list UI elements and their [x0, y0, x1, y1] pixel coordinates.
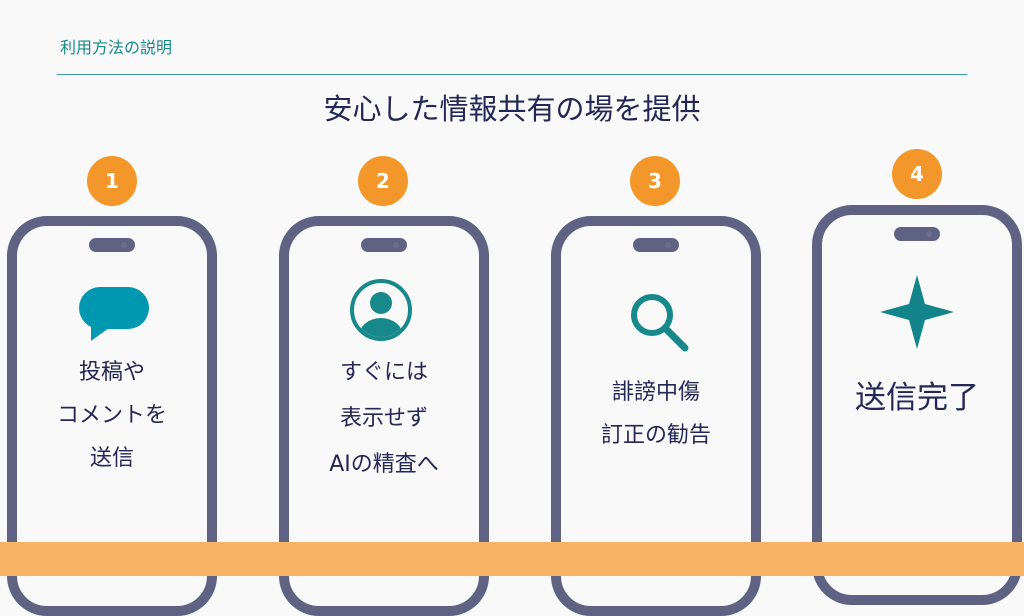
- step-line: 送信完了: [855, 380, 979, 416]
- step-text: すぐには 表示せず AIの精査へ: [289, 350, 479, 488]
- phone-notch: [633, 238, 679, 252]
- step-text: 投稿や コメントを 送信: [17, 351, 207, 480]
- step-number-3: 3: [630, 156, 680, 206]
- step-text: 送信完了: [822, 377, 1012, 420]
- step-line: AIの精査へ: [329, 452, 439, 477]
- step-line: 表示せず: [339, 406, 428, 431]
- search-icon: [631, 294, 689, 352]
- user-icon: [350, 279, 412, 341]
- step-number-4: 4: [892, 149, 942, 199]
- speech-bubble-icon: [79, 287, 149, 341]
- page-title: 安心した情報共有の場を提供: [323, 92, 701, 126]
- phone-notch: [89, 238, 135, 252]
- step-line: 訂正の勧告: [600, 423, 711, 448]
- step-text: 誹謗中傷 訂正の勧告: [561, 371, 751, 457]
- step-number-1: 1: [87, 156, 137, 206]
- footer-bar: [0, 542, 1024, 576]
- sparkle-icon: [880, 275, 954, 349]
- step-line: 送信: [89, 446, 134, 471]
- phone-notch: [361, 238, 407, 252]
- step-number-2: 2: [358, 156, 408, 206]
- section-label: 利用方法の説明: [60, 38, 173, 57]
- step-line: コメントを: [56, 403, 167, 428]
- phone-notch: [894, 227, 940, 241]
- divider: [57, 74, 967, 75]
- step-line: 誹謗中傷: [611, 380, 700, 405]
- step-line: 投稿や: [78, 360, 145, 385]
- step-line: すぐには: [339, 360, 428, 385]
